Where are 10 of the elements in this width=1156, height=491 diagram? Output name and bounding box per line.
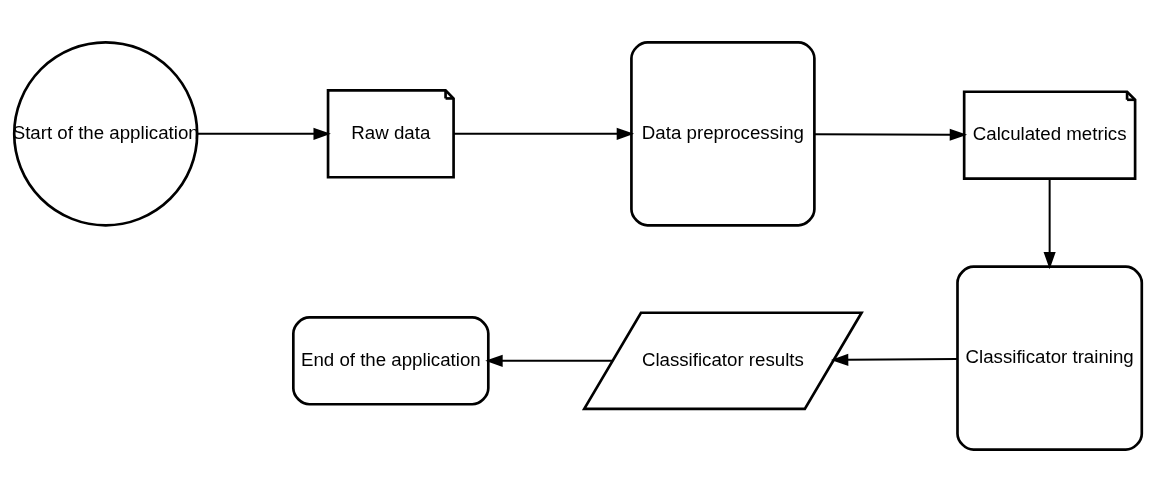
arrow: [813, 128, 968, 141]
arrow: [830, 353, 959, 366]
node-box: Classificator training: [956, 264, 1144, 451]
node-box: Data preprocessing: [630, 40, 816, 227]
node-circle: Start of the application: [12, 40, 199, 227]
arrow: [452, 127, 635, 140]
arrow: [1043, 177, 1056, 269]
arrow: [196, 127, 331, 140]
arrow: [485, 354, 614, 367]
node-box: End of the application: [292, 315, 490, 406]
